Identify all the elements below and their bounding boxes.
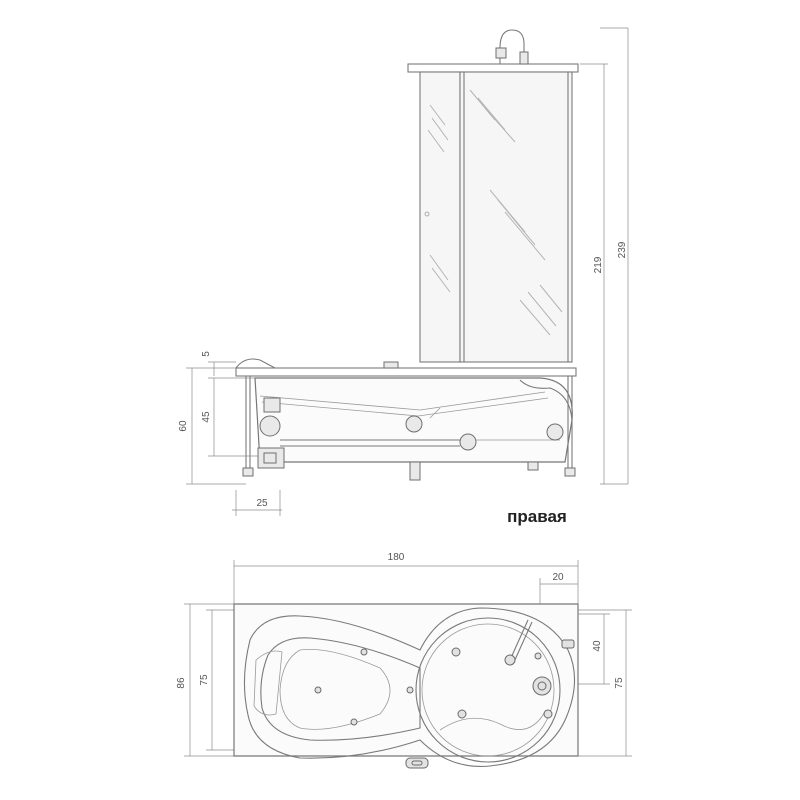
drain-offset-y-label: 40 xyxy=(592,640,603,652)
width-label: 86 xyxy=(176,677,187,689)
bath-height-label: 60 xyxy=(178,420,189,432)
leg-offset-label: 25 xyxy=(256,498,268,509)
screen-height-label: 219 xyxy=(593,256,604,273)
right-basin xyxy=(415,617,561,763)
inner-height-label: 45 xyxy=(201,411,212,423)
drain-offset-x-label: 20 xyxy=(552,572,564,583)
jets xyxy=(314,639,575,769)
inner-width-left-label: 75 xyxy=(199,674,210,686)
side-view: 239 219 60 45 5 25 xyxy=(178,27,629,516)
top-view: 180 20 86 75 40 75 xyxy=(176,552,632,769)
bath-outline xyxy=(233,603,579,768)
length-label: 180 xyxy=(388,552,405,563)
top-dimensions xyxy=(184,560,632,757)
shower-faucet-icon xyxy=(495,29,529,65)
left-basin xyxy=(253,637,421,741)
rim-label: 5 xyxy=(201,351,212,357)
pump-motor-icon xyxy=(257,379,573,469)
total-height-label: 239 xyxy=(617,241,628,258)
shower-screen xyxy=(407,63,579,363)
side-dimensions xyxy=(186,27,629,516)
inner-width-right-label: 75 xyxy=(614,677,625,689)
bath-rim xyxy=(235,358,577,377)
variant-label: правая xyxy=(507,507,567,526)
